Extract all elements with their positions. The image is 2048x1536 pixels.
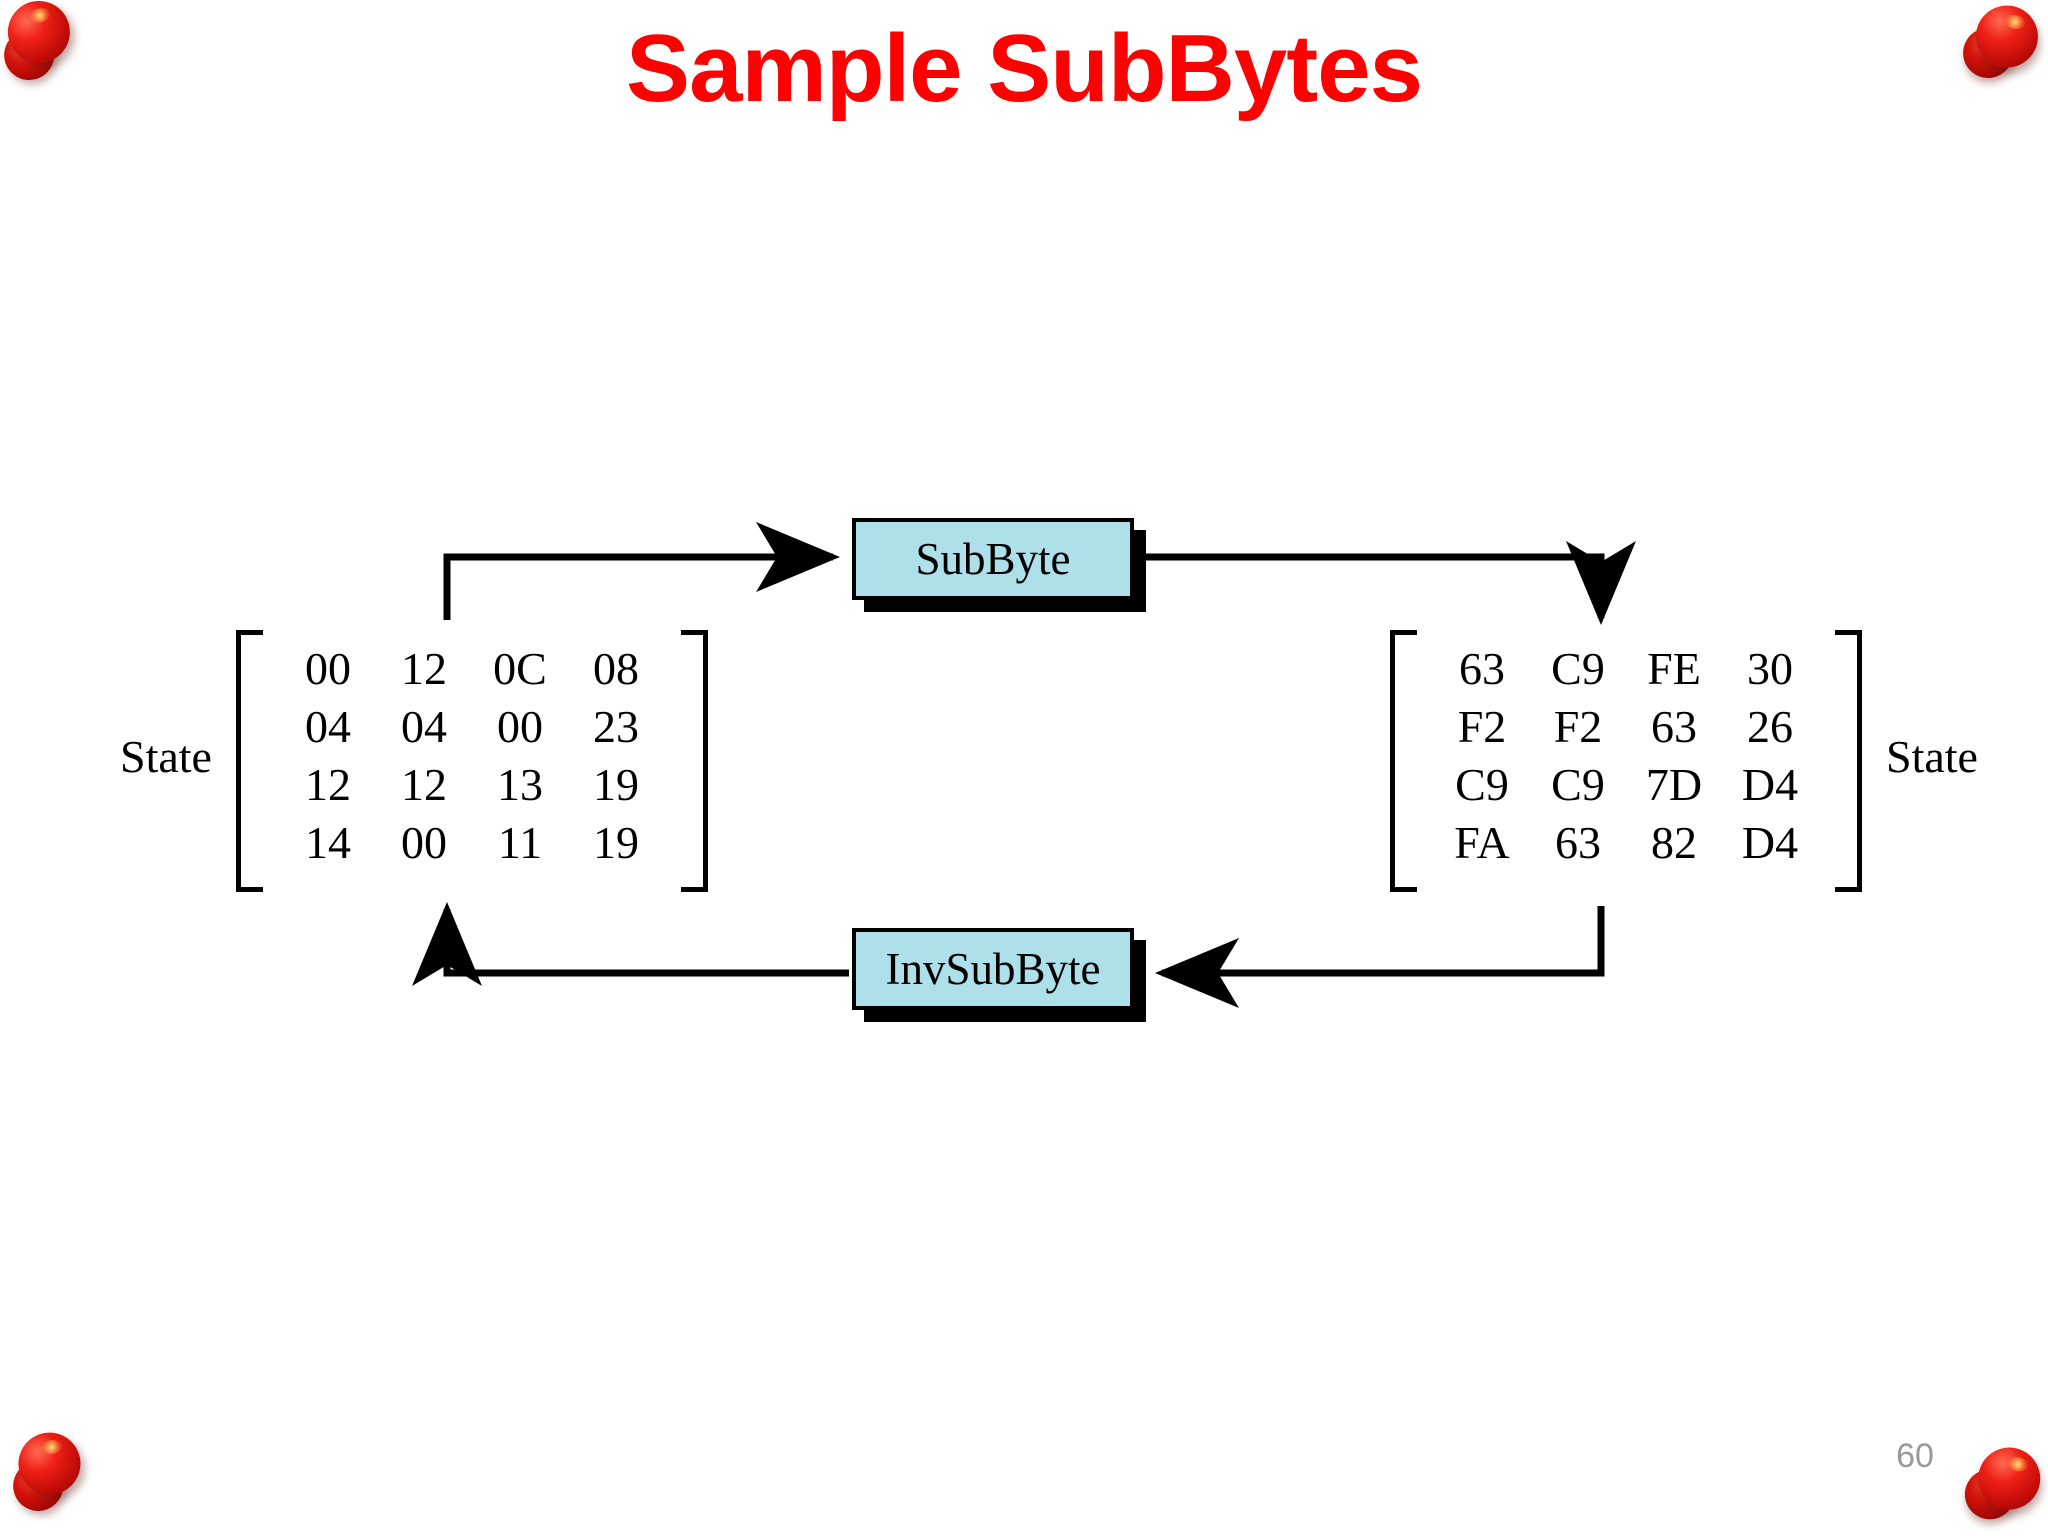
matrix-cell: F2 [1553, 701, 1603, 752]
matrix-cell: 00 [304, 643, 351, 694]
page-number: 60 [1896, 1437, 1934, 1475]
matrix-cell: 26 [1747, 701, 1793, 752]
right-state-label: State [1886, 730, 1978, 782]
table-row: 04 04 00 23 [280, 698, 664, 756]
matrix-cell: 04 [304, 701, 351, 752]
subbyte-process-box[interactable]: SubByte [852, 518, 1134, 600]
table-row: 14 00 11 19 [280, 814, 664, 872]
matrix-cell: F2 [1457, 701, 1507, 752]
matrix-cell: 23 [592, 701, 639, 752]
matrix-cell: 30 [1747, 643, 1793, 694]
matrix-cell: 12 [400, 643, 447, 694]
left-state-group: State 00 12 0C 08 04 04 00 23 [120, 630, 708, 892]
matrix-cell: 7D [1645, 759, 1703, 810]
table-row: 63 C9 FE 30 [1434, 640, 1818, 698]
right-matrix-open-bracket [1390, 630, 1417, 892]
matrix-cell: FE [1647, 643, 1701, 694]
table-row: 00 12 0C 08 [280, 640, 664, 698]
matrix-cell: 0C [493, 643, 547, 694]
arrow-state-to-subbyte [443, 522, 840, 620]
matrix-cell: 00 [400, 817, 447, 868]
matrix-cell: D4 [1741, 759, 1799, 810]
matrix-cell: 19 [592, 817, 639, 868]
table-row: 12 12 13 19 [280, 756, 664, 814]
arrow-invsubbyte-to-state [412, 902, 849, 986]
matrix-cell: 63 [1459, 643, 1505, 694]
matrix-cell: 04 [400, 701, 447, 752]
invsubbyte-process-box[interactable]: InvSubByte [852, 928, 1134, 1010]
matrix-cell: 82 [1651, 817, 1697, 868]
invsubbyte-box-label: InvSubByte [885, 944, 1101, 994]
matrix-cell: 13 [496, 759, 543, 810]
matrix-cell: FA [1454, 817, 1510, 868]
left-state-matrix: 00 12 0C 08 04 04 00 23 12 12 13 [235, 630, 708, 892]
matrix-cell: C9 [1551, 759, 1605, 810]
matrix-cell: C9 [1551, 643, 1605, 694]
matrix-cell: 12 [400, 759, 447, 810]
matrix-cell: 14 [304, 817, 351, 868]
table-row: F2 F2 63 26 [1434, 698, 1818, 756]
right-state-group: 63 C9 FE 30 F2 F2 63 26 C9 C9 7D [1390, 630, 1978, 892]
left-matrix-table: 00 12 0C 08 04 04 00 23 12 12 13 [280, 640, 664, 872]
left-matrix-close-bracket [680, 630, 708, 892]
page-title: Sample SubBytes [626, 15, 1423, 122]
matrix-cell: C9 [1455, 759, 1509, 810]
right-matrix-table: 63 C9 FE 30 F2 F2 63 26 C9 C9 7D [1434, 640, 1818, 872]
matrix-cell: 12 [304, 759, 351, 810]
left-state-label: State [120, 730, 212, 782]
matrix-cell: D4 [1741, 817, 1799, 868]
matrix-cell: 00 [496, 701, 543, 752]
table-row: FA 63 82 D4 [1434, 814, 1818, 872]
arrow-subbyte-to-state [1146, 541, 1636, 625]
arrow-state-to-invsubbyte [1155, 906, 1605, 1008]
matrix-cell: 08 [592, 643, 639, 694]
matrix-cell: 63 [1555, 817, 1601, 868]
table-row: C9 C9 7D D4 [1434, 756, 1818, 814]
subbyte-box-label: SubByte [915, 534, 1071, 584]
matrix-cell: 63 [1651, 701, 1697, 752]
right-state-matrix: 63 C9 FE 30 F2 F2 63 26 C9 C9 7D [1390, 630, 1862, 892]
left-matrix-open-bracket [235, 630, 263, 892]
matrix-cell: 19 [592, 759, 639, 810]
right-matrix-close-bracket [1835, 630, 1862, 892]
matrix-cell: 11 [497, 817, 543, 868]
